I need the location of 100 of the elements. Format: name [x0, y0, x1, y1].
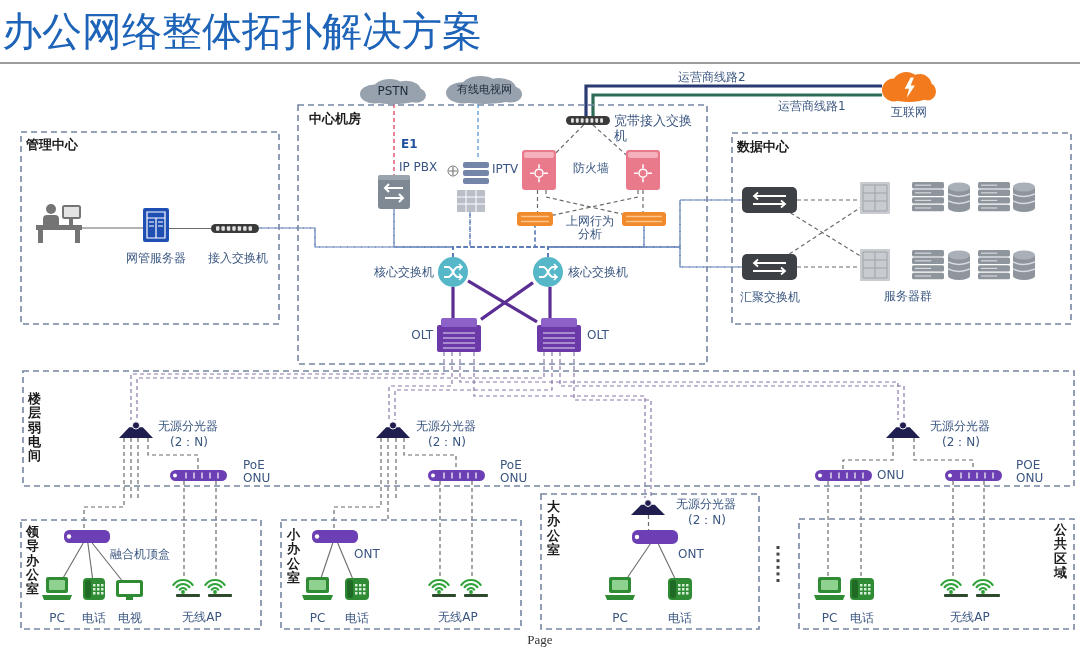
device-label: 电话 [81, 611, 107, 625]
edge-label: 运营商线路1 [776, 99, 848, 113]
diagram-title: 办公网络整体拓扑解决方案 [2, 8, 482, 54]
connection-line [91, 542, 123, 581]
connection-line [337, 542, 353, 579]
device-label: PC [611, 611, 629, 625]
device-label: ONU [877, 468, 906, 482]
connection-line [642, 189, 644, 213]
connection-line [137, 437, 139, 501]
device-label: IP PBX [399, 160, 439, 174]
connection-line [467, 279, 538, 324]
connection-line [87, 542, 94, 579]
device-label: POE ONU [1016, 459, 1044, 485]
connection-line [545, 189, 623, 215]
device-label: 无源分光器 [930, 419, 991, 433]
network-label: 有线电视网 [455, 83, 513, 97]
connection-line [552, 189, 639, 216]
connection-line [647, 514, 650, 531]
device-label: PC [48, 611, 66, 625]
zone-title: 中心机房 [309, 111, 361, 126]
device-label: PoE ONU [243, 459, 271, 485]
edge-label: 运营商线路2 [676, 70, 748, 84]
zone-title: 楼层弱电间 [28, 392, 41, 464]
connection-line [591, 93, 882, 116]
connection-line [983, 480, 985, 578]
connection-line [83, 437, 125, 531]
connection-line [860, 480, 862, 579]
device-label: 宽带接入交换机 [614, 113, 693, 143]
connection-line [130, 351, 445, 421]
device-label: 无线AP [949, 611, 991, 624]
connection-line [584, 84, 882, 116]
connection-line [395, 437, 397, 501]
device-label: 汇聚交换机 [740, 290, 801, 304]
device-label: 接入交换机 [207, 251, 269, 265]
connection-line [81, 227, 144, 229]
connection-line [842, 437, 894, 471]
zone-title: 小办公室 [287, 528, 300, 586]
device-label: OLT [410, 328, 433, 342]
zone-title: 大办公室 [547, 500, 560, 558]
device-label: 无源分光器 [676, 497, 737, 511]
device-label: 无源分光器 [416, 419, 477, 433]
device-label: (2：N) [170, 435, 209, 449]
connection-line [573, 351, 652, 499]
connection-line [473, 351, 646, 499]
connection-line [387, 437, 389, 520]
connection-line [548, 287, 552, 318]
device-label: IPTV [492, 162, 520, 176]
connection-line [627, 543, 651, 578]
network-label: PSTN [376, 84, 410, 98]
connection-line [63, 542, 84, 578]
device-label: 核心交换机 [373, 265, 434, 279]
device-label: 电话 [344, 611, 370, 625]
connection-line [183, 480, 185, 578]
device-label: 上网行为分析 [565, 215, 615, 241]
device-label: 网管服务器 [125, 251, 187, 265]
connection-line [471, 480, 473, 578]
zone-title: 公共区域 [1054, 523, 1067, 581]
connection-line [555, 124, 585, 154]
connection-line [451, 287, 455, 318]
device-label: 无线AP [437, 611, 479, 624]
connection-line [394, 351, 553, 421]
connection-line [393, 103, 395, 176]
zone-title: 数据中心 [737, 139, 789, 154]
device-label: 核心交换机 [568, 265, 629, 279]
connection-line [592, 124, 627, 156]
connection-line [452, 246, 743, 268]
device-label: 服务器群 [883, 290, 933, 303]
connection-line [827, 480, 829, 578]
connection-line [388, 351, 453, 421]
zone-title: 领导办公室 [26, 525, 39, 597]
connection-line [952, 480, 954, 578]
network-label: 互联网 [890, 105, 928, 119]
device-label: PoE ONU [500, 459, 528, 485]
device-label: ONT [354, 547, 381, 561]
device-label: (2：N) [428, 435, 467, 449]
connection-line [215, 480, 217, 578]
connection-line [657, 543, 676, 579]
connection-line [333, 437, 382, 531]
connection-line [559, 351, 905, 421]
device-label: ONT [678, 547, 705, 561]
device-label: OLT [587, 328, 610, 342]
connection-line [320, 542, 334, 578]
edge-label: E1 [399, 137, 420, 151]
connection-line [536, 189, 539, 213]
connection-line [168, 227, 212, 230]
connection-line [147, 437, 199, 471]
device-label: (2：N) [942, 435, 981, 449]
device-label: (2：N) [688, 513, 727, 527]
device-label: 融合机顶盒 [110, 547, 171, 561]
zone-title: 管理中心 [26, 137, 78, 152]
connection-line [130, 437, 132, 501]
connection-line [439, 480, 441, 578]
device-label: 电话 [667, 611, 693, 625]
device-label: PC [308, 611, 327, 625]
device-label: 防火墙 [572, 162, 610, 175]
device-label: 电视 [116, 611, 143, 625]
device-label: 无源分光器 [158, 419, 219, 433]
device-label: 无线AP [181, 611, 223, 624]
connection-line [480, 281, 534, 321]
device-label: 电话 [849, 611, 875, 625]
